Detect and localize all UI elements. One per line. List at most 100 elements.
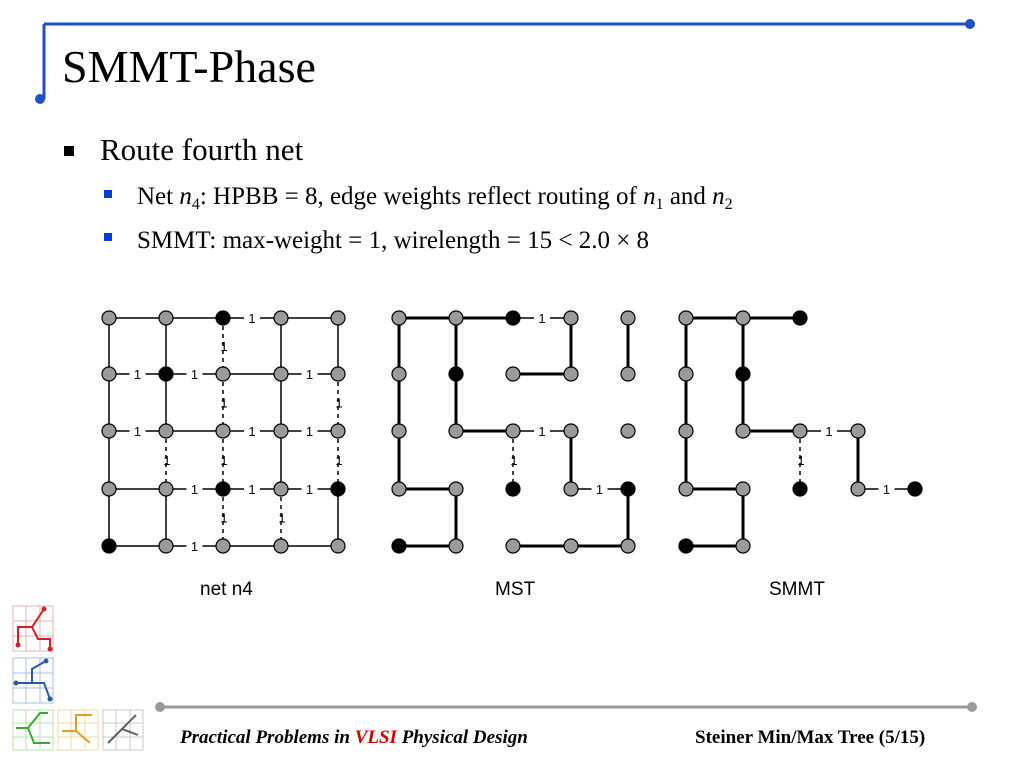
grid-node xyxy=(850,423,866,439)
terminal-node xyxy=(448,366,464,382)
edge-weight-label: 1 xyxy=(220,396,227,411)
terminal-node xyxy=(792,481,808,497)
grid-node xyxy=(448,481,464,497)
grid-node xyxy=(792,423,808,439)
grid-node xyxy=(391,423,407,439)
edge-weight-label: 1 xyxy=(278,511,285,526)
grid-node xyxy=(158,481,174,497)
text-sub1: 1 xyxy=(655,196,664,213)
grid-node xyxy=(448,310,464,326)
edge-weight-label: 1 xyxy=(335,396,342,411)
grid-node xyxy=(330,366,346,382)
terminal-node xyxy=(215,481,231,497)
grid-node xyxy=(215,423,231,439)
edge-weight-label: 1 xyxy=(306,482,313,497)
grid-node xyxy=(735,423,751,439)
grid-node xyxy=(620,310,636,326)
grid-node xyxy=(505,423,521,439)
left-rule-dot xyxy=(35,94,45,104)
grid-node xyxy=(158,423,174,439)
grid-node xyxy=(391,481,407,497)
grid-node xyxy=(563,366,579,382)
sub-bullet-square xyxy=(104,190,112,198)
footer-rule-dot-right xyxy=(967,702,977,712)
diagram-mst: 1 1 1 1 xyxy=(391,310,636,554)
bullet-route-fourth-net: Route fourth net xyxy=(100,132,304,167)
caption-smmt: SMMT xyxy=(769,579,825,600)
caption-mst: MST xyxy=(495,579,536,600)
grid-node xyxy=(735,310,751,326)
grid-node xyxy=(563,481,579,497)
grid-node xyxy=(273,366,289,382)
grid-node xyxy=(330,310,346,326)
sub-bullet-net-n4: Net n4: HPBB = 8, edge weights reflect r… xyxy=(137,183,733,214)
terminal-node xyxy=(101,538,117,554)
diagram-smmt: 111 xyxy=(678,310,923,554)
edge-weight-label: 1 xyxy=(797,453,804,468)
grid-node xyxy=(158,310,174,326)
edge-weight-label: 1 xyxy=(538,311,545,326)
grid-node xyxy=(101,366,117,382)
bullet-square xyxy=(64,146,74,156)
grid-node xyxy=(563,310,579,326)
edge-weight-label: 1 xyxy=(825,424,832,439)
grid-node xyxy=(620,366,636,382)
page-title: SMMT-Phase xyxy=(62,41,316,92)
grid-node xyxy=(101,310,117,326)
edge-weight-label: 1 xyxy=(510,453,517,468)
grid-node xyxy=(215,538,231,554)
edge-weight-label: 1 xyxy=(134,367,141,382)
text-net: Net xyxy=(137,183,180,210)
grid-node xyxy=(505,366,521,382)
text-n1: n xyxy=(643,183,656,210)
text-sub4: 4 xyxy=(191,196,200,213)
edge-weight-label: 1 xyxy=(248,482,255,497)
terminal-node xyxy=(391,538,407,554)
grid-node xyxy=(101,423,117,439)
grid-node xyxy=(330,538,346,554)
grid-node xyxy=(101,481,117,497)
edge-weight-label: 1 xyxy=(596,482,603,497)
grid-node xyxy=(448,538,464,554)
grid-node xyxy=(273,481,289,497)
edge-weight-label: 1 xyxy=(248,311,255,326)
edge-weight-label: 1 xyxy=(335,453,342,468)
grid-node xyxy=(273,423,289,439)
footer-slide-info: Steiner Min/Max Tree (5/15) xyxy=(695,727,926,748)
grid-node xyxy=(678,423,694,439)
text-n: n xyxy=(179,183,192,210)
edge-weight-label: 1 xyxy=(163,453,170,468)
terminal-node xyxy=(215,310,231,326)
edge-weight-label: 1 xyxy=(191,367,198,382)
edge-weight-label: 1 xyxy=(306,424,313,439)
caption-net-n4: net n4 xyxy=(200,579,253,600)
grid-node xyxy=(330,423,346,439)
edge-weight-label: 1 xyxy=(538,424,545,439)
terminal-node xyxy=(907,481,923,497)
grid-node xyxy=(620,423,636,439)
text-sub2: 2 xyxy=(724,196,733,213)
grid-node xyxy=(735,481,751,497)
grid-node xyxy=(505,538,521,554)
grid-node xyxy=(273,538,289,554)
footer-rule-dot-left xyxy=(155,702,165,712)
terminal-node xyxy=(735,366,751,382)
terminal-node xyxy=(678,538,694,554)
terminal-node xyxy=(792,310,808,326)
grid-node xyxy=(563,538,579,554)
edge-weight-label: 1 xyxy=(220,339,227,354)
text-and: and xyxy=(663,183,713,210)
edge-weight-label: 1 xyxy=(248,424,255,439)
grid-node xyxy=(563,423,579,439)
grid-node xyxy=(735,538,751,554)
grid-node xyxy=(850,481,866,497)
edge-weight-label: 1 xyxy=(134,424,141,439)
terminal-node xyxy=(505,481,521,497)
terminal-node xyxy=(620,481,636,497)
edge-weight-label: 1 xyxy=(191,539,198,554)
grid-node xyxy=(448,423,464,439)
grid-node xyxy=(273,310,289,326)
